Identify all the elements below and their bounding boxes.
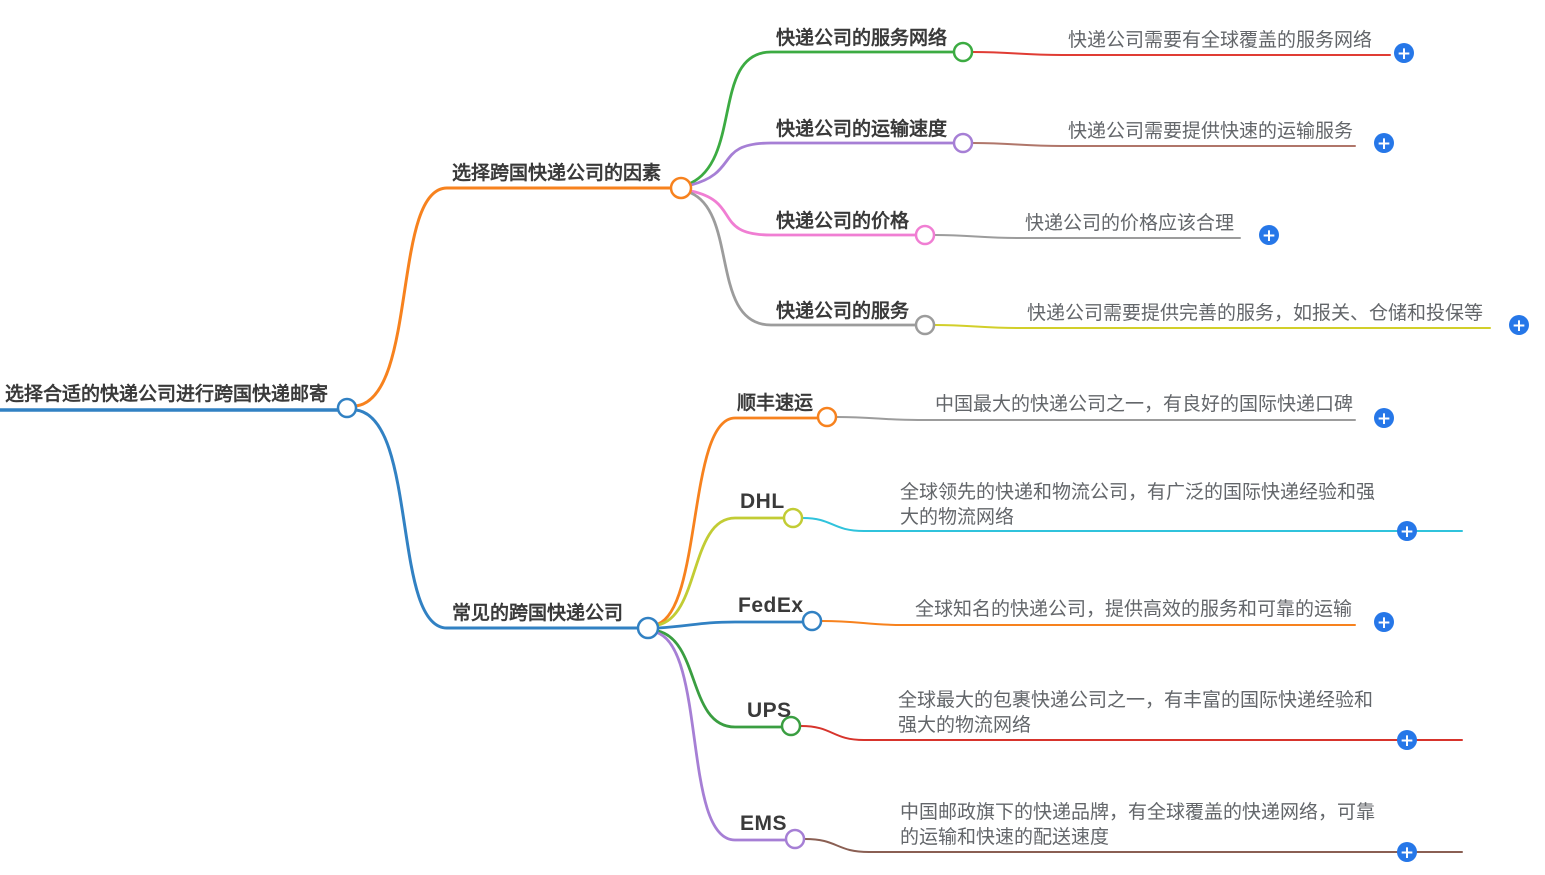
plus-icon xyxy=(1397,730,1417,750)
branch-line-companies xyxy=(354,408,640,630)
leaf-line-service-network xyxy=(689,50,955,185)
leaf-label-dhl[interactable]: DHL xyxy=(740,490,785,513)
leaf-line-ems xyxy=(656,631,787,842)
plus-icon xyxy=(1374,133,1394,153)
plus-glyph: + xyxy=(1400,731,1414,751)
leaf-label-sf-express[interactable]: 顺丰速运 xyxy=(737,393,814,414)
plus-glyph: + xyxy=(1400,522,1414,542)
detail-line-sf-express xyxy=(836,416,1356,421)
leaf-label-fedex[interactable]: FedEx xyxy=(738,594,804,617)
sf-express-node-handle[interactable] xyxy=(816,406,838,428)
leaf-label-service[interactable]: 快递公司的服务 xyxy=(776,301,910,322)
detail-text-dhl: 全球领先的快递和物流公司，有广泛的国际快递经验和强大的物流网络 xyxy=(900,482,1376,528)
branch-label-companies[interactable]: 常见的跨国快递公司 xyxy=(452,603,624,624)
plus-icon xyxy=(1374,408,1394,428)
shipping-speed-node-handle[interactable] xyxy=(952,132,974,154)
branch-label-factors[interactable]: 选择跨国快递公司的因素 xyxy=(452,163,662,184)
leaf-label-service-network[interactable]: 快递公司的服务网络 xyxy=(776,28,948,49)
ups-node-handle[interactable] xyxy=(780,715,802,737)
leaf-label-shipping-speed[interactable]: 快递公司的运输速度 xyxy=(776,119,948,140)
plus-glyph: + xyxy=(1397,44,1411,64)
expand-button-price[interactable]: + xyxy=(1259,225,1279,246)
fedex-node-handle[interactable] xyxy=(801,610,823,632)
leaf-line-service xyxy=(689,191,917,327)
leaf-label-ups[interactable]: UPS xyxy=(747,699,792,722)
plus-glyph: + xyxy=(1377,613,1391,633)
plus-glyph: + xyxy=(1262,226,1276,246)
detail-line-ems xyxy=(804,838,1463,853)
detail-line-ups xyxy=(800,725,1463,741)
expand-button-service[interactable]: + xyxy=(1509,315,1529,336)
expand-button-dhl[interactable]: + xyxy=(1397,521,1417,542)
plus-glyph: + xyxy=(1377,134,1391,154)
detail-line-service-network xyxy=(972,51,1391,56)
expand-button-sf-express[interactable]: + xyxy=(1374,408,1394,429)
service-network-node-handle[interactable] xyxy=(952,41,974,63)
detail-text-price: 快递公司的价格应该合理 xyxy=(1025,213,1235,234)
plus-icon xyxy=(1259,225,1279,245)
plus-icon xyxy=(1397,842,1417,862)
detail-text-shipping-speed: 快递公司需要提供快速的运输服务 xyxy=(1068,121,1354,142)
detail-text-service: 快递公司需要提供完善的服务，如报关、仓储和投保等 xyxy=(1027,303,1484,324)
leaf-line-dhl xyxy=(656,516,785,627)
detail-text-service-network: 快递公司需要有全球覆盖的服务网络 xyxy=(1068,30,1373,51)
detail-line-shipping-speed xyxy=(972,142,1356,147)
service-node-handle[interactable] xyxy=(914,314,936,336)
detail-text-ems: 中国邮政旗下的快递品牌，有全球覆盖的快递网络，可靠的运输和快速的配送速度 xyxy=(900,802,1376,848)
plus-icon xyxy=(1397,521,1417,541)
expand-button-ems[interactable]: + xyxy=(1397,842,1417,863)
detail-line-service xyxy=(934,324,1491,329)
price-node-handle[interactable] xyxy=(914,224,936,246)
detail-line-dhl xyxy=(802,517,1463,532)
leaf-label-price[interactable]: 快递公司的价格 xyxy=(776,211,910,232)
plus-icon xyxy=(1374,612,1394,632)
plus-glyph: + xyxy=(1400,843,1414,863)
plus-icon xyxy=(1394,43,1414,63)
plus-glyph: + xyxy=(1512,316,1526,336)
expand-button-shipping-speed[interactable]: + xyxy=(1374,133,1394,154)
detail-text-fedex: 全球知名的快递公司，提供高效的服务和可靠的运输 xyxy=(915,599,1353,620)
dhl-node-handle[interactable] xyxy=(782,507,804,529)
leaf-label-ems[interactable]: EMS xyxy=(740,812,788,835)
leaf-line-price xyxy=(689,189,917,237)
detail-line-fedex xyxy=(821,620,1356,626)
plus-icon xyxy=(1509,315,1529,335)
leaf-line-shipping-speed xyxy=(689,141,955,187)
detail-text-sf-express: 中国最大的快递公司之一，有良好的国际快递口碑 xyxy=(935,394,1354,415)
root-node-handle[interactable] xyxy=(336,397,358,419)
detail-text-ups: 全球最大的包裹快递公司之一，有丰富的国际快递经验和强大的物流网络 xyxy=(898,690,1374,736)
expand-button-fedex[interactable]: + xyxy=(1374,612,1394,633)
root-label[interactable]: 选择合适的快递公司进行跨国快递邮寄 xyxy=(5,384,329,405)
leaf-line-ups xyxy=(656,629,783,729)
branch-line-factors xyxy=(354,186,673,408)
expand-button-ups[interactable]: + xyxy=(1397,730,1417,751)
expand-button-service-network[interactable]: + xyxy=(1394,43,1414,64)
factors-node-handle[interactable] xyxy=(669,176,693,200)
leaf-line-sf-express xyxy=(656,416,819,626)
leaf-line-fedex xyxy=(656,620,804,630)
companies-node-handle[interactable] xyxy=(636,616,660,640)
detail-line-price xyxy=(934,234,1241,239)
plus-glyph: + xyxy=(1377,409,1391,429)
ems-node-handle[interactable] xyxy=(784,828,806,850)
